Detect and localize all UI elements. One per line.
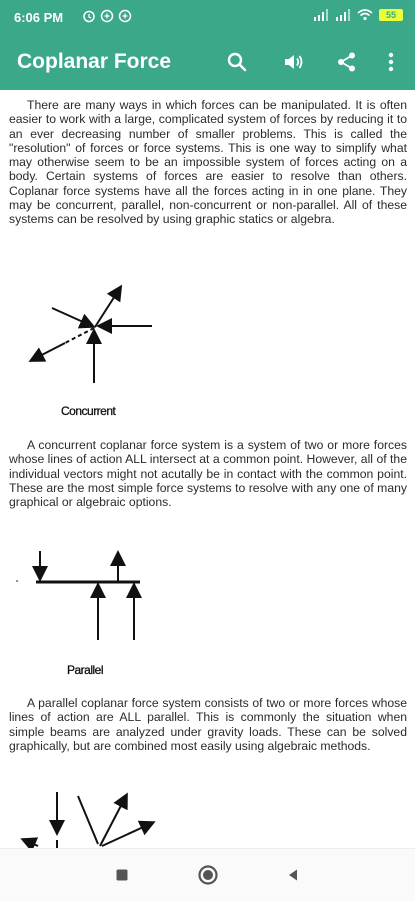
paragraph-parallel: A parallel coplanar force system consist… [9, 696, 407, 753]
signal-icon-2 [336, 9, 350, 21]
system-nav-bar [0, 848, 415, 901]
status-system-icons: 55 [313, 9, 403, 21]
status-bar: 6:06 PM 55 [0, 0, 415, 36]
page-title: Coplanar Force [17, 50, 172, 73]
stop-icon [116, 869, 128, 881]
back-icon [289, 869, 297, 881]
article-content: There are many ways in which forces can … [0, 90, 415, 848]
parallel-caption: Parallel [67, 663, 104, 677]
paragraph-parallel-text: A parallel coplanar force system consist… [9, 696, 407, 753]
share-icon [338, 52, 355, 72]
battery-level: 55 [385, 10, 396, 20]
paragraph-intro: There are many ways in which forces can … [9, 98, 407, 227]
back-button[interactable] [281, 863, 305, 887]
concurrent-figure [28, 284, 152, 383]
status-time: 6:06 PM [14, 10, 64, 25]
parallel-figure [16, 550, 142, 640]
search-button[interactable] [224, 49, 250, 75]
wifi-icon [357, 9, 373, 21]
volume-icon [285, 55, 303, 69]
home-icon [198, 865, 218, 885]
home-button[interactable] [196, 863, 220, 887]
speak-button[interactable] [280, 49, 306, 75]
alarm-icon [83, 10, 95, 23]
notification-app-icon-2 [118, 9, 132, 23]
search-icon [227, 52, 247, 72]
notification-app-icon [100, 9, 114, 23]
paragraph-concurrent-text: A concurrent coplanar force system is a … [9, 438, 407, 510]
signal-icon [314, 9, 328, 21]
non-concurrent-figure [20, 792, 156, 848]
paragraph-concurrent: A concurrent coplanar force system is a … [9, 438, 407, 509]
share-button[interactable] [334, 49, 360, 75]
paragraph-intro-text: There are many ways in which forces can … [9, 98, 407, 227]
recents-button[interactable] [110, 863, 134, 887]
status-notification-icons [82, 9, 132, 23]
battery-icon: 55 [379, 9, 403, 21]
concurrent-caption: Concurrent [61, 404, 116, 418]
app-bar: Coplanar Force [0, 36, 415, 90]
more-options-button[interactable] [378, 49, 404, 75]
more-vert-icon [388, 52, 394, 72]
